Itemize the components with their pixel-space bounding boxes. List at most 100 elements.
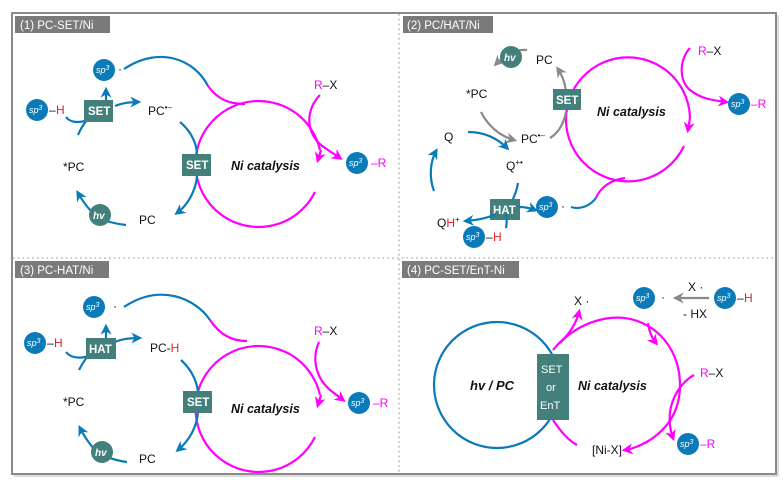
ni-catalysis-label: Ni catalysis	[231, 402, 300, 416]
set-box-label: SET	[187, 397, 209, 409]
hv-label: hv	[93, 211, 106, 222]
rx-arrow	[665, 374, 695, 442]
quinuclidine-q: Q	[444, 130, 453, 144]
rx-arrow	[314, 341, 346, 403]
radical-path-magenta	[207, 85, 246, 106]
set-box	[553, 89, 581, 110]
h-atom: H	[54, 336, 63, 350]
hv-pc-label: hv / PC	[470, 378, 515, 393]
sp3-label: sp3	[731, 99, 745, 109]
sp3-label: sp3	[96, 65, 110, 75]
excited-pc-to-anion-arrow	[480, 111, 518, 144]
radical-path-blue	[123, 55, 209, 87]
product-r: –R	[751, 97, 767, 111]
sp3h-to-hat-path	[504, 213, 508, 229]
ni-cycle-arrow	[314, 149, 326, 164]
set-box	[183, 391, 212, 413]
pc-ground: PC	[139, 452, 156, 466]
hv-light-node	[500, 46, 522, 68]
set-or-ent-box	[537, 354, 569, 420]
ni-catalysis-label: Ni catalysis	[231, 159, 300, 173]
box-line-set: SET	[541, 364, 563, 376]
q-to-q-cation-arrow	[467, 130, 510, 151]
sp3-radical-node	[536, 196, 558, 218]
set-to-pc-arrow	[174, 175, 199, 215]
set-box-label: SET	[88, 106, 110, 118]
radical-path-blue	[123, 293, 211, 321]
sp3-radical-node	[93, 59, 115, 81]
panel-4: (4) PC-SET/EnT-Ni hv / PC Ni catalysis S…	[402, 261, 753, 457]
set-box-label: SET	[186, 160, 208, 172]
sp3-product-node	[348, 392, 370, 414]
ni-x: [Ni-X]	[592, 443, 622, 457]
radical-path-blue	[570, 197, 597, 210]
radical-entry-arrow	[646, 322, 659, 346]
sp3-product-node	[677, 433, 699, 455]
anion-to-set-path	[549, 111, 568, 139]
h-atom: H	[744, 291, 753, 305]
sp3-label: sp3	[351, 398, 365, 408]
ni-cycle-arrow	[683, 117, 695, 134]
bond-dash: –	[47, 336, 54, 350]
x-radical-reagent: X ·	[688, 280, 703, 294]
ni-cycle-arrow	[314, 394, 326, 409]
panel-title-bg	[15, 16, 110, 33]
sp3-h-node	[463, 226, 485, 248]
minus-hx: - HX	[683, 307, 707, 321]
panel-title: (3) PC-HAT/Ni	[20, 265, 93, 277]
qh-plus: QH+	[437, 215, 460, 230]
sp3-product-node	[728, 93, 750, 115]
panel-3: (3) PC-HAT/Ni Ni catalysis R–X sp3 –R sp…	[15, 261, 389, 474]
bond-dash: –	[486, 230, 493, 244]
hv-label: hv	[95, 448, 108, 459]
hat-to-radical-arrow	[518, 202, 539, 213]
radical-dot: ·	[118, 62, 122, 76]
hat-box	[490, 199, 520, 220]
box-line-or: or	[546, 382, 556, 394]
x-radical: X ·	[574, 294, 589, 308]
sp3-radical-node	[633, 287, 655, 309]
sp3-label: sp3	[29, 105, 43, 115]
pc-h: PC-H	[150, 341, 179, 355]
hat-box-label: HAT	[493, 205, 516, 217]
set-box-top	[84, 100, 113, 122]
sp3-label: sp3	[636, 293, 650, 303]
sp3-label: sp3	[539, 202, 553, 212]
ni-catalysis-cycle	[552, 316, 682, 441]
ni-cycle-to-nix-arrow	[621, 439, 651, 455]
pc-h-to-set-path	[180, 359, 200, 393]
panel-title-bg	[403, 16, 493, 33]
product-r: –R	[371, 156, 387, 170]
radical-dot: ·	[661, 290, 665, 304]
rx-arrow	[308, 94, 343, 160]
set-box-mid	[182, 154, 211, 176]
excited-pc: *PC	[466, 87, 488, 101]
sp3-label: sp3	[466, 232, 480, 242]
box-line-ent: EnT	[540, 400, 560, 412]
hat-box-label: HAT	[89, 344, 112, 356]
sp3-h-node	[26, 99, 48, 121]
nix-return-path	[552, 419, 578, 446]
hv-label: hv	[504, 53, 517, 64]
radical-path-magenta	[594, 176, 626, 199]
set-box-label: SET	[556, 95, 578, 107]
radical-path-magenta	[209, 319, 248, 343]
sp3-product-node	[346, 152, 368, 174]
r-x-label: R–X	[314, 324, 337, 338]
r-x-label: R–X	[700, 366, 723, 380]
hat-box	[86, 338, 116, 359]
ni-catalysis-label: Ni catalysis	[578, 379, 647, 393]
product-r: –R	[700, 437, 716, 451]
r-x-label: R–X	[314, 78, 337, 92]
bond-dash: –	[737, 291, 744, 305]
product-r: –R	[373, 396, 389, 410]
sp3-h-node	[714, 287, 736, 309]
h-atom: H	[493, 230, 502, 244]
pc-ground: PC	[536, 53, 553, 67]
ni-catalysis-label: Ni catalysis	[597, 105, 666, 119]
panel-2: (2) PC/HAT/Ni Ni catalysis R–X sp3 –R hv…	[403, 16, 767, 248]
rx-arrow	[680, 47, 730, 107]
excited-pc: *PC	[63, 160, 85, 174]
hv-light-node	[91, 441, 113, 463]
